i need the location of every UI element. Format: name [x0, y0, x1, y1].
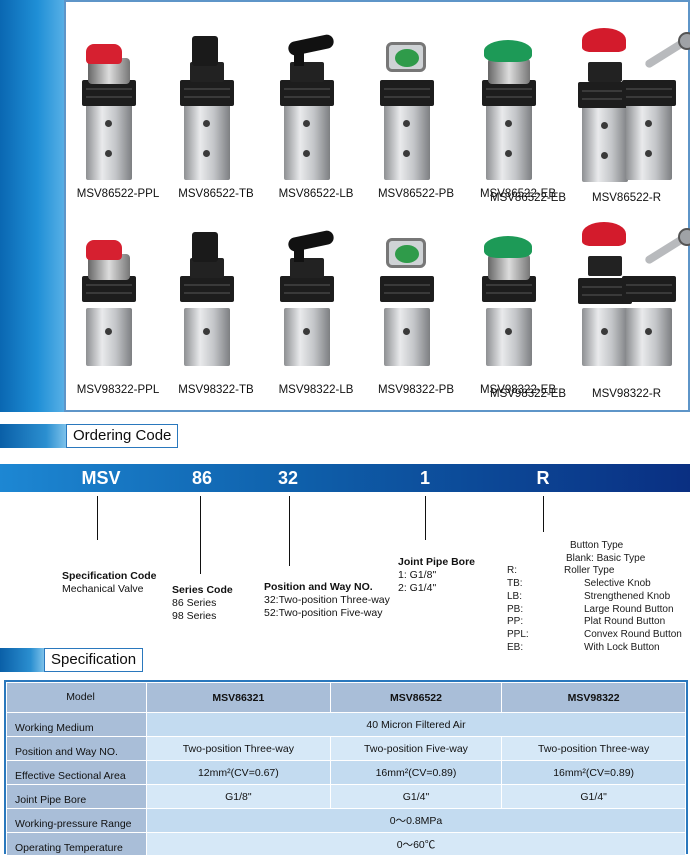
model-label: MSV86522-PB [377, 188, 455, 200]
table-cell: Effective Sectional Area [6, 760, 147, 785]
table-cell: MSV86522 [329, 682, 503, 713]
model-label: MSV86522-EB [479, 188, 557, 200]
spec-code-desc: Specification Code Mechanical Valve [62, 570, 157, 595]
valve-image [612, 228, 690, 378]
model-label: MSV86522-TB [178, 188, 254, 200]
button-type-row: EB:With Lock Button [507, 641, 660, 653]
model-label: MSV98322-EB [490, 388, 567, 400]
valve-image [270, 32, 362, 182]
valve-image [270, 228, 362, 378]
specification-header: Specification [0, 648, 690, 672]
table-row: Joint Pipe Bore G1/8" G1/4" G1/4" [6, 784, 686, 809]
leader-line [200, 496, 201, 574]
button-type-desc: Button Type Blank: Basic Type R: Roller … [502, 540, 690, 654]
valve-image [72, 32, 164, 182]
ordering-code-bar: MSV 86 32 1 R [0, 464, 690, 492]
table-cell: 0～0.8MPa [146, 808, 686, 833]
header-accent [0, 424, 66, 448]
table-cell: G1/4" [501, 784, 686, 809]
valve-image [472, 228, 564, 378]
table-row: Working Medium 40 Micron Filtered Air [6, 712, 686, 737]
model-label: MSV86522-PPL [76, 188, 160, 200]
code-part-bore: 1 [419, 468, 430, 488]
model-label: MSV86522-EB [490, 192, 567, 204]
model-label: MSV98322-LB [278, 384, 354, 396]
button-type-row: PPL:Convex Round Button [507, 628, 682, 640]
table-header-row: Model MSV86321 MSV86522 MSV98322 [6, 682, 686, 713]
catalog-frame: MSV86522-PPL MSV86522-TB MSV86522-LB [64, 0, 690, 412]
table-cell: Working Medium [6, 712, 147, 737]
table-cell: Position and Way NO. [6, 736, 147, 761]
model-label: MSV86522-LB [278, 188, 354, 200]
ordering-code-header: Ordering Code [0, 424, 690, 448]
button-type-title: Button Type [570, 540, 624, 551]
section-title: Specification [44, 648, 144, 672]
model-label: MSV86522-R [592, 192, 662, 204]
button-type-row: PB:Large Round Button [507, 603, 674, 615]
table-cell: Working-pressure Range [6, 808, 147, 833]
valve-image [170, 32, 262, 182]
valve-image [170, 228, 262, 378]
button-type-row: PP:Plat Round Button [507, 616, 666, 628]
table-cell: Two-position Five-way [329, 736, 503, 761]
spec-table: Model MSV86321 MSV86522 MSV98322 Working… [6, 682, 686, 855]
leader-line [425, 496, 426, 540]
table-cell: 12mm²(CV=0.67) [146, 760, 331, 785]
series-code-desc: Series Code 86 Series 98 Series [172, 584, 233, 622]
model-label: MSV98322-R [592, 388, 662, 400]
valve-image [370, 32, 462, 182]
table-cell: Two-position Three-way [501, 736, 686, 761]
table-cell: Two-position Three-way [146, 736, 331, 761]
section-title: Ordering Code [66, 424, 179, 448]
code-part-series: 86 [191, 468, 213, 488]
leader-line [289, 496, 290, 566]
joint-bore-desc: Joint Pipe Bore 1: G1/8" 2: G1/4" [398, 556, 476, 594]
table-cell: 16mm²(CV=0.89) [329, 760, 503, 785]
button-type-row: TB:Selective Knob [507, 578, 651, 590]
table-cell: MSV86321 [146, 682, 331, 713]
valve-image [612, 32, 690, 182]
table-cell: G1/8" [146, 784, 331, 809]
table-row: Operating Temperature 0～60℃ [6, 832, 686, 855]
table-cell: 40 Micron Filtered Air [146, 712, 686, 737]
table-cell: 16mm²(CV=0.89) [501, 760, 686, 785]
accent-bar [0, 0, 68, 412]
model-label: MSV98322-PB [377, 384, 455, 396]
table-cell: MSV98322 [501, 682, 686, 713]
table-cell: Operating Temperature [6, 832, 147, 855]
valve-image [72, 228, 164, 378]
header-accent [0, 648, 44, 672]
table-cell: Model [6, 682, 147, 713]
position-way-desc: Position and Way NO. 32:Two-position Thr… [264, 581, 390, 619]
leader-line [97, 496, 98, 540]
model-label: MSV98322-PPL [76, 384, 160, 396]
button-type-row: LB:Strengthened Knob [507, 590, 671, 602]
valve-image [568, 22, 660, 182]
leader-line [543, 496, 544, 532]
model-label: MSV98322-TB [178, 384, 254, 396]
product-catalog: MSV86522-PPL MSV86522-TB MSV86522-LB [0, 0, 690, 412]
code-part-position: 32 [277, 468, 299, 488]
table-row: Working-pressure Range 0～0.8MPa [6, 808, 686, 833]
table-cell: 0～60℃ [146, 832, 686, 855]
button-type-row: R: Roller Type [507, 565, 615, 577]
table-row: Position and Way NO. Two-position Three-… [6, 736, 686, 761]
table-cell: G1/4" [329, 784, 503, 809]
code-part-msv: MSV [81, 468, 121, 488]
table-row: Effective Sectional Area 12mm²(CV=0.67) … [6, 760, 686, 785]
button-type-blank: Blank: Basic Type [566, 552, 646, 564]
model-label: MSV98322-EB [479, 384, 557, 396]
code-part-button: R [536, 468, 550, 488]
valve-image [370, 228, 462, 378]
table-cell: Joint Pipe Bore [6, 784, 147, 809]
valve-image [472, 32, 564, 182]
